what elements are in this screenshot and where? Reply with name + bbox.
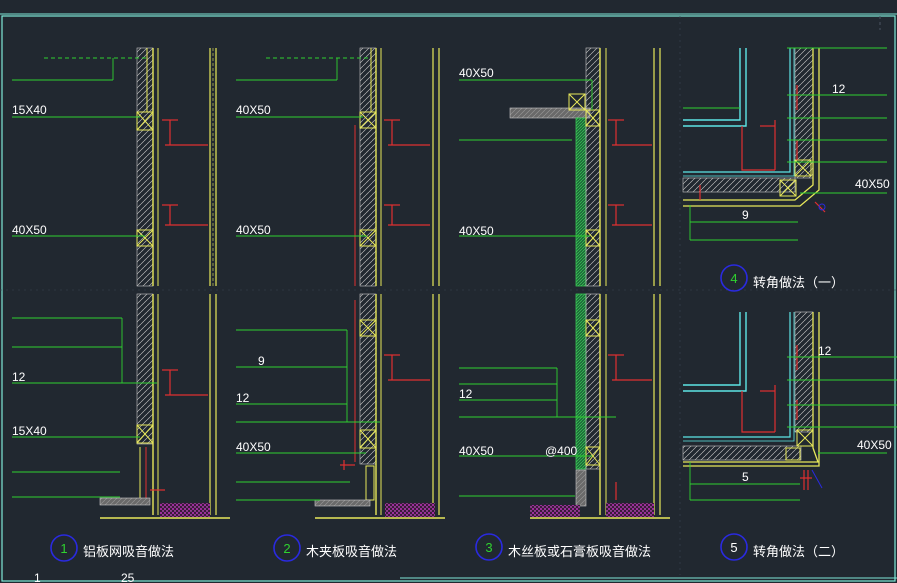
detail-number: 5 (730, 540, 737, 555)
label-d1-15x40-top: 15X40 (12, 103, 47, 117)
detail-title: 木夹板吸音做法 (306, 544, 397, 560)
label-d5-40x50: 40X50 (857, 438, 892, 452)
detail-number: 3 (485, 540, 492, 555)
detail-5-corner-method-2: 12 40X50 5 (682, 311, 897, 501)
detail-number-circle (273, 534, 301, 562)
detail-number-circle (475, 533, 503, 561)
detail-title: 转角做法（二） (753, 545, 844, 560)
detail-number: 4 (730, 271, 737, 286)
detail-number: 2 (283, 541, 290, 556)
label-d1-15x40-bottom: 15X40 (12, 424, 47, 438)
label-bottom-25: 25 (121, 571, 135, 583)
label-d2-9: 9 (258, 354, 265, 368)
label-d1-40x50: 40X50 (12, 223, 47, 237)
label-d2-12: 12 (236, 391, 250, 405)
label-d2-40x50-top: 40X50 (236, 103, 271, 117)
detail-caption-3: 3 木丝板或石膏板吸音做法 (475, 533, 651, 561)
label-d4-9: 9 (742, 208, 749, 222)
detail-1-aluminum-mesh: 15X40 40X50 12 15X40 (12, 47, 230, 519)
detail-2-plywood: 40X50 40X50 9 12 40X50 (236, 47, 445, 519)
label-d3-40x50-mid: 40X50 (459, 224, 494, 238)
detail-caption-5: 5 转角做法（二） (720, 533, 844, 561)
label-d3-at400: @400 (545, 444, 578, 458)
label-d4-12: 12 (832, 82, 846, 96)
detail-3-wood-wool-board: 40X50 40X50 12 40X50 @400 (459, 47, 670, 519)
detail-caption-4: 4 转角做法（一） (720, 264, 844, 292)
detail-title: 木丝板或石膏板吸音做法 (508, 544, 651, 560)
label-d1-12: 12 (12, 370, 26, 384)
drawing-frame (0, 13, 897, 582)
detail-title: 铝板网吸音做法 (83, 544, 174, 560)
detail-number-circle (720, 264, 748, 292)
label-bottom-1: 1 (34, 571, 41, 583)
detail-number: 1 (60, 541, 67, 556)
label-d5-12: 12 (818, 344, 832, 358)
detail-number-circle (50, 534, 78, 562)
detail-caption-1: 1 铝板网吸音做法 (50, 534, 174, 562)
detail-caption-2: 2 木夹板吸音做法 (273, 534, 397, 562)
label-d2-40x50-mid: 40X50 (236, 223, 271, 237)
label-d3-12: 12 (459, 387, 473, 401)
label-d5-5: 5 (742, 470, 749, 484)
label-d3-40x50-top: 40X50 (459, 66, 494, 80)
detail-title: 转角做法（一） (753, 276, 844, 291)
label-d4-40x50: 40X50 (855, 177, 890, 191)
label-d2-40x50-bottom: 40X50 (236, 440, 271, 454)
detail-4-corner-method-1: 12 40X50 9 (682, 47, 890, 241)
label-d3-40x50-bottom: 40X50 (459, 444, 494, 458)
detail-number-circle (720, 533, 748, 561)
